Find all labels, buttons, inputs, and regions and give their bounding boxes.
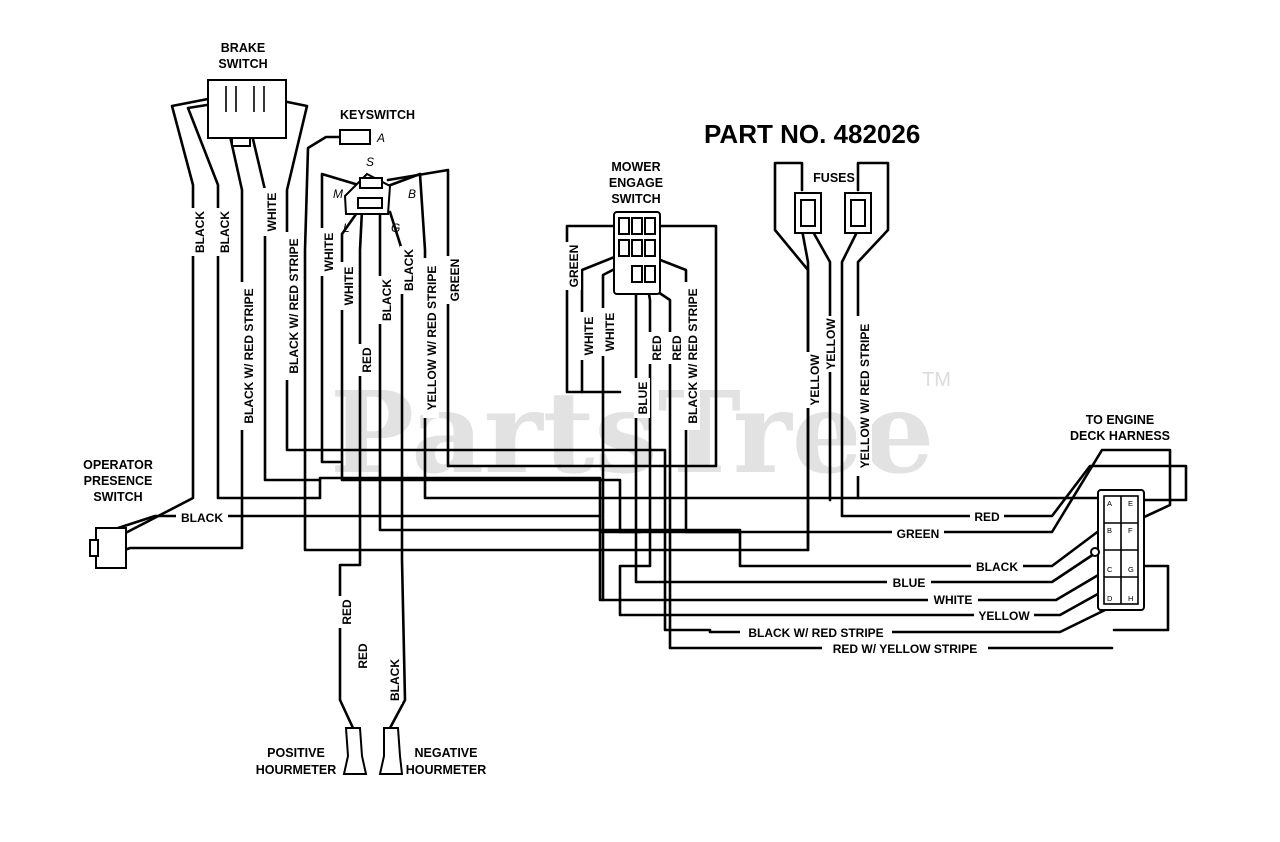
neg-hourmeter-label-1: NEGATIVE <box>415 746 478 760</box>
wlabel-black-h2: BLACK <box>976 560 1018 574</box>
keyswitch-pin-s: S <box>366 155 374 169</box>
brake-switch-label-2: SWITCH <box>218 57 267 71</box>
wlabel-yellow-h1: YELLOW <box>978 609 1030 623</box>
neg-hourmeter-label-2: HOURMETER <box>406 763 487 777</box>
watermark-tm: TM <box>922 369 951 391</box>
mes-label-3: SWITCH <box>611 192 660 206</box>
wlabel-black-red-v1: BLACK W/ RED STRIPE <box>242 288 256 423</box>
brake-switch-label-1: BRAKE <box>221 41 265 55</box>
brake-switch <box>207 79 287 147</box>
keyswitch-pin-m: M <box>333 187 343 201</box>
keyswitch-pin-b: B <box>408 187 416 201</box>
keyswitch-pin-l: L <box>343 221 350 235</box>
mes-label-2: ENGAGE <box>609 176 663 190</box>
keyswitch-pin-g: G <box>391 221 400 235</box>
wlabel-black-red-v3: BLACK W/ RED STRIPE <box>686 288 700 423</box>
wire-key-m-white <box>320 172 364 464</box>
vertical-wire-labels: BLACK BLACK BLACK W/ RED STRIPE WHITE BL… <box>191 188 872 704</box>
wire-brake-white <box>246 116 322 482</box>
wlabel-white-v2: WHITE <box>322 233 336 272</box>
wlabel-red-h1: RED <box>974 510 1000 524</box>
wlabel-white-v5: WHITE <box>603 313 617 352</box>
wlabel-red-yellow-h1: RED W/ YELLOW STRIPE <box>833 642 977 656</box>
ops-label-1: OPERATOR <box>83 458 153 472</box>
harness-pin-e: E <box>1128 499 1133 508</box>
wire-harness-loop <box>1112 564 1170 632</box>
wlabel-white-v3: WHITE <box>342 267 356 306</box>
horizontal-wire-labels: BLACK RED GREEN BLACK BLUE WHITE YELLOW … <box>176 508 1034 656</box>
wlabel-blue-v1: BLUE <box>636 382 650 415</box>
wlabel-blue-h1: BLUE <box>893 576 926 590</box>
wlabel-black-red-h1: BLACK W/ RED STRIPE <box>748 626 883 640</box>
wlabel-yellow-v1: YELLOW <box>808 354 822 406</box>
wire-brake-black-1 <box>110 96 215 542</box>
wlabel-black-v2: BLACK <box>218 211 232 253</box>
wlabel-yellow-v2: YELLOW <box>824 318 838 370</box>
wlabel-black-v4: BLACK <box>402 249 416 291</box>
wire-fuse-yellow-2 <box>810 228 832 502</box>
wlabel-black-v5: BLACK <box>388 659 402 701</box>
wlabel-black-red-v2: BLACK W/ RED STRIPE <box>287 238 301 373</box>
keyswitch-label: KEYSWITCH <box>340 108 415 122</box>
wire-fuse-top <box>856 161 890 500</box>
wire-ops-black <box>110 514 602 532</box>
wlabel-yellow-red-v1: YELLOW W/ RED STRIPE <box>425 266 439 411</box>
harness-pin-c: C <box>1107 565 1113 574</box>
harness-pin-h: H <box>1128 594 1133 603</box>
harness-pin-a: A <box>1107 499 1112 508</box>
engine-deck-harness-connector <box>1090 489 1145 611</box>
keyswitch-pin-a: A <box>376 131 385 145</box>
pos-hourmeter-label-1: POSITIVE <box>267 746 325 760</box>
part-number-title: PART NO. 482026 <box>704 119 920 149</box>
wire-green-harness <box>598 448 1172 534</box>
wire-fuse-yellow-1 <box>800 228 810 552</box>
mower-engage-switch <box>613 211 661 295</box>
wire-key-red <box>338 208 364 730</box>
wlabel-black-v3: BLACK <box>380 279 394 321</box>
ops-label-3: SWITCH <box>93 490 142 504</box>
operator-presence-switch <box>89 527 127 569</box>
engine-harness-label-1: TO ENGINE <box>1086 413 1155 427</box>
ops-label-2: PRESENCE <box>84 474 153 488</box>
wire-key-yellow-red <box>386 172 1120 500</box>
wire-key-black-l <box>378 210 1102 568</box>
mes-label-1: MOWER <box>611 160 660 174</box>
fuses-label: FUSES <box>813 171 855 185</box>
pos-hourmeter-label-2: HOURMETER <box>256 763 337 777</box>
wlabel-yellow-red-v2: YELLOW W/ RED STRIPE <box>858 324 872 469</box>
wlabel-white-v4: WHITE <box>582 317 596 356</box>
wlabel-red-v5: RED <box>356 643 370 669</box>
wire-mes-red-1 <box>618 286 1107 617</box>
wlabel-black-h1: BLACK <box>181 511 223 525</box>
wlabel-black-v1: BLACK <box>193 211 207 253</box>
keyswitch <box>339 129 392 215</box>
wlabel-red-v3: RED <box>670 335 684 361</box>
hourmeter-terminals <box>342 727 404 775</box>
wire-key-black-g <box>388 210 407 730</box>
wire-brake-black-2 <box>186 102 1102 602</box>
wire-fuse-yellow-red <box>840 228 1188 518</box>
wlabel-red-v2: RED <box>650 335 664 361</box>
wlabel-white-v1: WHITE <box>265 193 279 232</box>
wire-mes-green-2 <box>558 224 718 468</box>
wlabel-green-h1: GREEN <box>897 527 940 541</box>
wlabel-red-v4: RED <box>340 599 354 625</box>
harness-pin-d: D <box>1107 594 1113 603</box>
wire-mes-green <box>565 224 630 394</box>
wlabel-red-v1: RED <box>360 347 374 373</box>
harness-pin-b: B <box>1107 526 1112 535</box>
wire-key-green <box>386 168 562 468</box>
wlabel-green-v1: GREEN <box>448 259 462 302</box>
harness-pin-g: G <box>1128 565 1134 574</box>
wire-mes-blue <box>634 270 1102 584</box>
wlabel-green-v2: GREEN <box>567 245 581 288</box>
harness-pin-f: F <box>1128 526 1133 535</box>
fuses <box>794 192 872 234</box>
engine-harness-label-2: DECK HARNESS <box>1070 429 1170 443</box>
wlabel-white-h1: WHITE <box>934 593 973 607</box>
